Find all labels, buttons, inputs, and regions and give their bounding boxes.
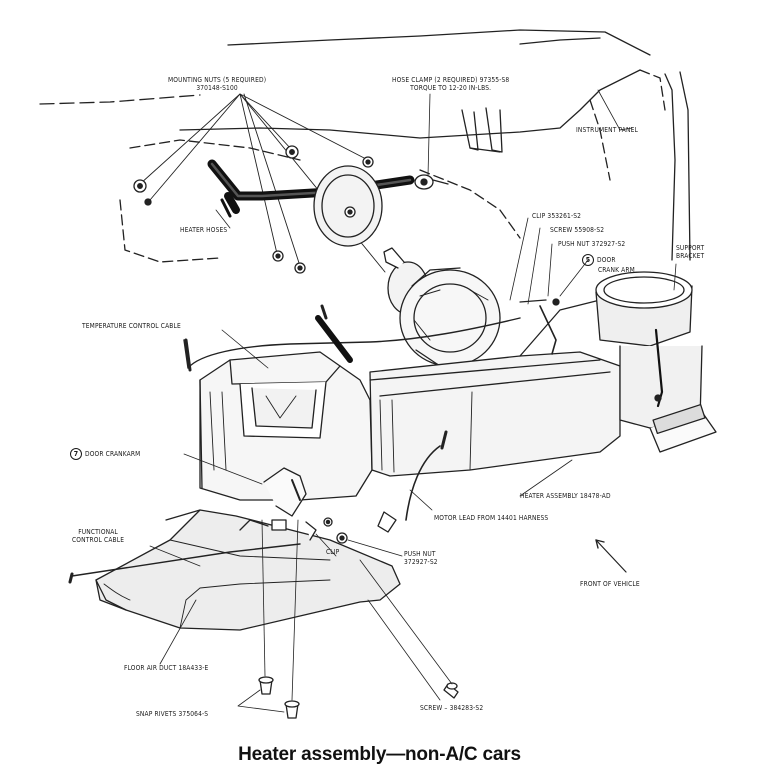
motor-lead-label: MOTOR LEAD FROM 14401 HARNESS: [434, 514, 549, 522]
screw-lower: [443, 682, 459, 699]
mounting-nut-leaders: [139, 93, 386, 273]
functional-control-cable-line2: CONTROL CABLE: [72, 536, 125, 544]
floor-air-duct: [95, 509, 401, 631]
instrument-panel-label: INSTRUMENT PANEL: [576, 126, 638, 134]
lower-fasteners: [305, 517, 348, 544]
temperature-control-cable: [183, 317, 521, 372]
mounting-nuts-label: MOUNTING NUTS (5 REQUIRED) 370148-S100: [168, 76, 266, 92]
plenum-box: [369, 299, 621, 477]
clip-upper-label: CLIP 353261-S2: [532, 212, 582, 220]
mounting-nuts: [133, 145, 374, 274]
front-of-vehicle-label: FRONT OF VEHICLE: [580, 580, 640, 588]
functional-control-cable: [68, 543, 301, 584]
panel-bracket: [461, 107, 503, 153]
door-crank-arm-badge: 5: [582, 254, 594, 266]
hose-clamp-line1: HOSE CLAMP (2 REQUIRED) 97355-S8: [392, 76, 510, 84]
temperature-control-cable-label: TEMPERATURE CONTROL CABLE: [82, 322, 181, 330]
blower-motor: [383, 247, 501, 369]
door-crankarm-text: DOOR CRANKARM: [85, 450, 141, 458]
push-nut-lower-line1: PUSH NUT: [404, 550, 436, 558]
mounting-nuts-line2: 370148-S100: [196, 84, 238, 92]
door-crankarm-lower: [263, 467, 307, 517]
screw-upper-label: SCREW 55908-S2: [550, 226, 605, 234]
hose-clamp-line2: TORQUE TO 12-20 IN-LBS.: [410, 84, 492, 92]
door-crank-arm-line2: CRANK ARM: [598, 266, 635, 274]
support-bracket-line1: SUPPORT: [676, 244, 705, 252]
heater-hoses-label: HEATER HOSES: [180, 226, 228, 234]
functional-control-cable-line1: FUNCTIONAL: [78, 528, 118, 536]
push-nut-upper-label: PUSH NUT 372927-S2: [558, 240, 626, 248]
support-bracket-line2: BRACKET: [676, 252, 705, 260]
push-nut-lower-line2: 372927-S2: [404, 558, 438, 566]
floor-air-duct-label: FLOOR AIR DUCT 18A433-E: [124, 664, 209, 672]
motor-lead: [377, 430, 448, 533]
air-outlet: [595, 271, 717, 453]
mounting-nuts-line1: MOUNTING NUTS (5 REQUIRED): [168, 76, 267, 84]
blower-cover: [313, 165, 383, 247]
hose-clamp: [414, 174, 449, 190]
push-nut-lower-label: PUSH NUT 372927-S2: [404, 550, 438, 566]
hose-clamp-label: HOSE CLAMP (2 REQUIRED) 97355-S8 TORQUE …: [392, 76, 509, 92]
door-crankarm-badge: 7: [70, 448, 82, 460]
clip-lower-label: CLIP: [326, 548, 340, 556]
snap-rivets: [258, 676, 300, 719]
actuator-rod: [315, 304, 353, 363]
support-bracket-label: SUPPORT BRACKET: [676, 244, 704, 260]
heater-assembly-label: HEATER ASSEMBLY 18478-AD: [520, 492, 611, 500]
instrument-panel-outline: [39, 29, 691, 263]
door-crank-arm-line1: DOOR: [597, 256, 616, 264]
snap-rivets-label: SNAP RIVETS 375064-S: [136, 710, 209, 718]
front-of-vehicle-arrow: [595, 539, 627, 573]
screw-lower-label: SCREW – 384283-S2: [420, 704, 484, 712]
figure-caption: Heater assembly—non-A/C cars: [238, 744, 521, 765]
functional-control-cable-label: FUNCTIONAL CONTROL CABLE: [72, 528, 124, 544]
leader-lines: [149, 89, 677, 713]
door-crank-arm-upper: [519, 298, 560, 355]
heater-case: [199, 351, 373, 501]
